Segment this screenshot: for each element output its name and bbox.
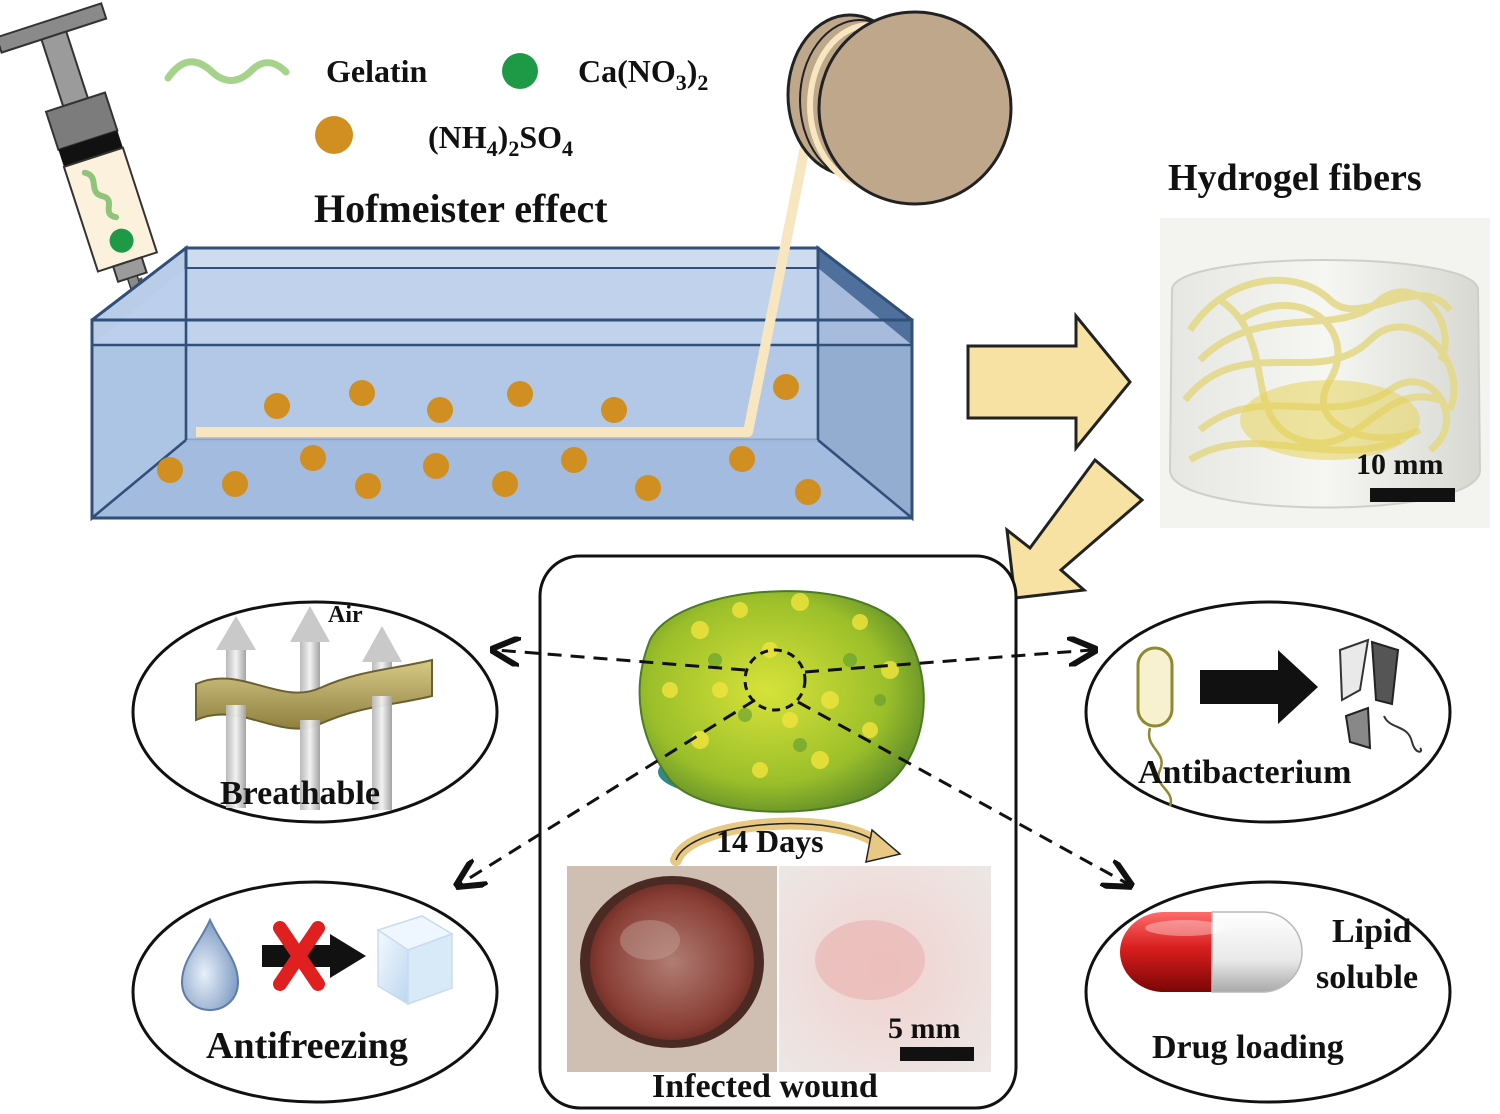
drug-loading-label: Drug loading — [1152, 1029, 1344, 1066]
syringe — [0, 2, 159, 305]
hydrogel-fiber-path — [196, 131, 813, 437]
bacteria-icon — [1136, 646, 1174, 807]
water-drop-icon — [180, 917, 240, 1012]
lipid-label: Lipid — [1332, 913, 1411, 950]
fibers-scale-label: 10 mm — [1356, 448, 1443, 481]
zoom-circle — [743, 648, 807, 712]
ice-cube-icon — [376, 915, 454, 1006]
antibacterium-label: Antibacterium — [1138, 754, 1351, 791]
calcium-nitrate-label: Ca(NO3)2 — [578, 53, 708, 95]
application-arrow-down-left — [1005, 457, 1145, 600]
gelatin-legend-icon — [164, 58, 290, 84]
ammonium-sulfate-particles — [157, 374, 821, 505]
wound-day0-photo — [567, 866, 777, 1072]
dead-bacteria-icon — [1338, 638, 1422, 753]
kill-arrow-icon — [1200, 650, 1318, 724]
gelatin-label: Gelatin — [326, 53, 428, 89]
process-arrow-right — [966, 311, 1132, 453]
breathable-label: Breathable — [220, 775, 380, 812]
antifreezing-label: Antifreezing — [206, 1025, 408, 1067]
time-arrow-outline — [675, 822, 881, 861]
legend: Gelatin Ca(NO3)2 (NH4)2SO4 — [164, 53, 708, 161]
hydrogel-fibers-title: Hydrogel fibers — [1168, 157, 1422, 199]
hydrogel-fibers-photo: 10 mm — [1160, 218, 1490, 528]
time-arrow-head — [865, 828, 902, 863]
air-label: Air — [328, 602, 363, 628]
hydrogel-dressing-photo — [638, 590, 925, 813]
ammonium-sulfate-label: (NH4)2SO4 — [428, 119, 573, 161]
days-label: 14 Days — [716, 823, 824, 859]
no-freeze-arrow-icon — [262, 921, 366, 991]
soluble-label: soluble — [1316, 959, 1418, 996]
ammonium-sulfate-legend-icon — [315, 116, 353, 154]
capsule-icon — [1120, 911, 1303, 993]
wound-scale-label: 5 mm — [888, 1012, 960, 1045]
wound-day14-photo: 5 mm — [779, 866, 991, 1072]
collection-spool — [786, 10, 1013, 206]
breathable-icon — [195, 606, 433, 810]
hofmeister-title: Hofmeister effect — [314, 186, 608, 231]
dashed-connectors — [460, 650, 1128, 884]
infected-wound-label: Infected wound — [652, 1068, 878, 1105]
calcium-nitrate-legend-icon — [502, 53, 538, 89]
